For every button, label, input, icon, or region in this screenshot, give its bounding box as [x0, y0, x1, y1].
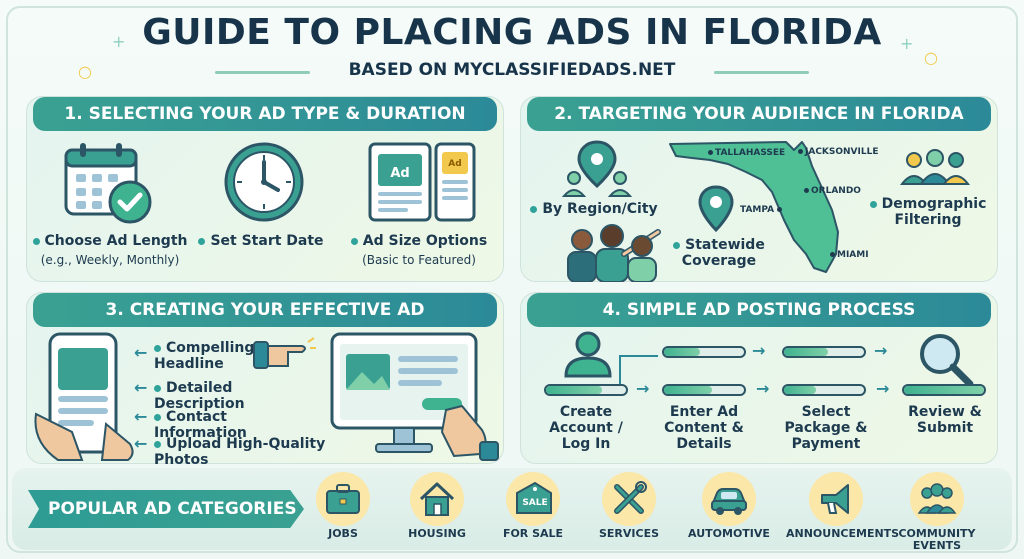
subtitle-divider	[215, 71, 310, 74]
by-region-label: By Region/City	[526, 201, 662, 217]
section-title: 4. SIMPLE AD POSTING PROCESS	[527, 293, 991, 327]
section-title: 1. SELECTING YOUR AD TYPE & DURATION	[33, 97, 497, 131]
ad-badge-small: Ad	[448, 159, 462, 169]
car-icon	[711, 488, 747, 515]
step-create-account: Create Account / Log In	[549, 404, 623, 452]
category-for-sale[interactable]: SALE FOR SALE	[488, 472, 578, 540]
step-progress-bar	[662, 346, 746, 358]
arrow-right-icon: →	[636, 379, 650, 398]
connector-arrow-icon	[619, 355, 658, 384]
category-services[interactable]: SERVICES	[584, 472, 674, 540]
florida-map	[669, 141, 839, 273]
user-account-icon	[564, 331, 612, 378]
magnifier-icon	[920, 334, 974, 388]
section-posting-process: 4. SIMPLE AD POSTING PROCESS	[520, 292, 998, 464]
step-progress-bar	[782, 384, 866, 396]
people-group-icon	[917, 483, 957, 514]
categories-title: POPULAR AD CATEGORIES	[28, 490, 304, 528]
category-label: HOUSING	[408, 527, 466, 540]
category-label: SERVICES	[598, 527, 660, 540]
page-title: GUIDE TO PLACING ADS IN FLORIDA	[142, 12, 882, 53]
ad-badge: Ad	[390, 166, 410, 181]
demographic-filtering-label: Demographic Filtering	[868, 196, 988, 228]
statewide-pin-icon	[698, 185, 734, 233]
section-title: 2. TARGETING YOUR AUDIENCE IN FLORIDA	[527, 97, 991, 131]
page-frame	[6, 6, 1018, 553]
category-automotive[interactable]: AUTOMOTIVE	[684, 472, 774, 540]
step-select-package: Select Package & Payment	[784, 404, 868, 452]
arrow-left-icon: ←	[134, 378, 148, 397]
sparkle-decoration: +	[900, 34, 914, 53]
arrow-right-icon: →	[874, 341, 888, 360]
choose-ad-length-detail: (e.g., Weekly, Monthly)	[40, 253, 180, 267]
tools-icon	[614, 481, 647, 514]
contact-information-label: Contact Information	[154, 409, 247, 441]
city-miami: MIAMI	[830, 250, 869, 260]
circle-decoration: ○	[924, 48, 938, 67]
step-progress-bar	[782, 346, 866, 358]
city-orlando: ORLANDO	[804, 186, 861, 196]
ad-size-icon	[368, 142, 476, 222]
briefcase-icon	[326, 484, 360, 514]
phone-in-hand-icon	[34, 332, 134, 461]
detailed-description-label: Detailed Description	[154, 380, 245, 412]
set-start-date-label: Set Start Date	[196, 233, 326, 249]
upload-photos-label: Upload High-Quality Photos	[154, 436, 326, 468]
category-jobs[interactable]: JOBS	[298, 472, 388, 540]
category-housing[interactable]: HOUSING	[392, 472, 482, 540]
step-progress-bar	[544, 384, 628, 396]
arrow-left-icon: ←	[134, 434, 148, 453]
city-jacksonville: JACKSONVILLE	[798, 147, 879, 157]
region-pin-icon	[562, 140, 632, 197]
compelling-headline-label: Compelling Headline	[154, 340, 255, 372]
step-review-submit: Review & Submit	[908, 404, 982, 436]
arrow-right-icon: →	[876, 379, 890, 398]
arrow-right-icon: →	[756, 379, 770, 398]
section-title: 3. CREATING YOUR EFFECTIVE AD	[33, 293, 497, 327]
arrow-right-icon: →	[752, 341, 766, 360]
sale-tag-text: SALE	[522, 498, 548, 508]
category-label: ANNOUNCEMENTS	[786, 527, 900, 540]
demographic-group-icon	[900, 149, 970, 185]
clock-icon	[224, 142, 304, 222]
sale-tag-icon	[516, 481, 552, 514]
category-announcements[interactable]: ANNOUNCEMENTS	[786, 472, 900, 540]
sparkle-decoration: +	[112, 32, 126, 51]
arrow-left-icon: ←	[134, 407, 148, 426]
category-label: AUTOMOTIVE	[688, 527, 770, 540]
city-tallahassee: TALLAHASSEE	[708, 148, 785, 158]
step-enter-ad-content: Enter Ad Content & Details	[664, 404, 744, 452]
statewide-coverage-label: Statewide Coverage	[664, 237, 774, 269]
page-subtitle: BASED ON MYCLASSIFIEDADS.NET	[348, 60, 676, 80]
arrow-left-icon: ←	[134, 343, 148, 362]
megaphone-icon	[821, 484, 849, 514]
step-progress-bar	[662, 384, 746, 396]
category-label: COMMUNITY EVENTS	[898, 527, 976, 552]
monitor-icon	[330, 332, 499, 461]
category-label: FOR SALE	[502, 527, 564, 540]
audience-people-icon	[567, 224, 661, 282]
category-community-events[interactable]: COMMUNITY EVENTS	[892, 472, 982, 552]
house-icon	[419, 482, 455, 516]
subtitle-divider	[714, 71, 809, 74]
ad-size-options-detail: (Basic to Featured)	[362, 253, 476, 267]
category-label: JOBS	[328, 527, 358, 540]
step-progress-bar	[902, 384, 986, 396]
calendar-check-icon	[64, 143, 152, 224]
circle-decoration: ○	[78, 62, 92, 81]
choose-ad-length-label: Choose Ad Length	[30, 233, 190, 249]
city-tampa: TAMPA	[740, 205, 784, 215]
ad-size-options-label: Ad Size Options	[344, 233, 494, 249]
pointing-hand-icon	[253, 337, 316, 369]
